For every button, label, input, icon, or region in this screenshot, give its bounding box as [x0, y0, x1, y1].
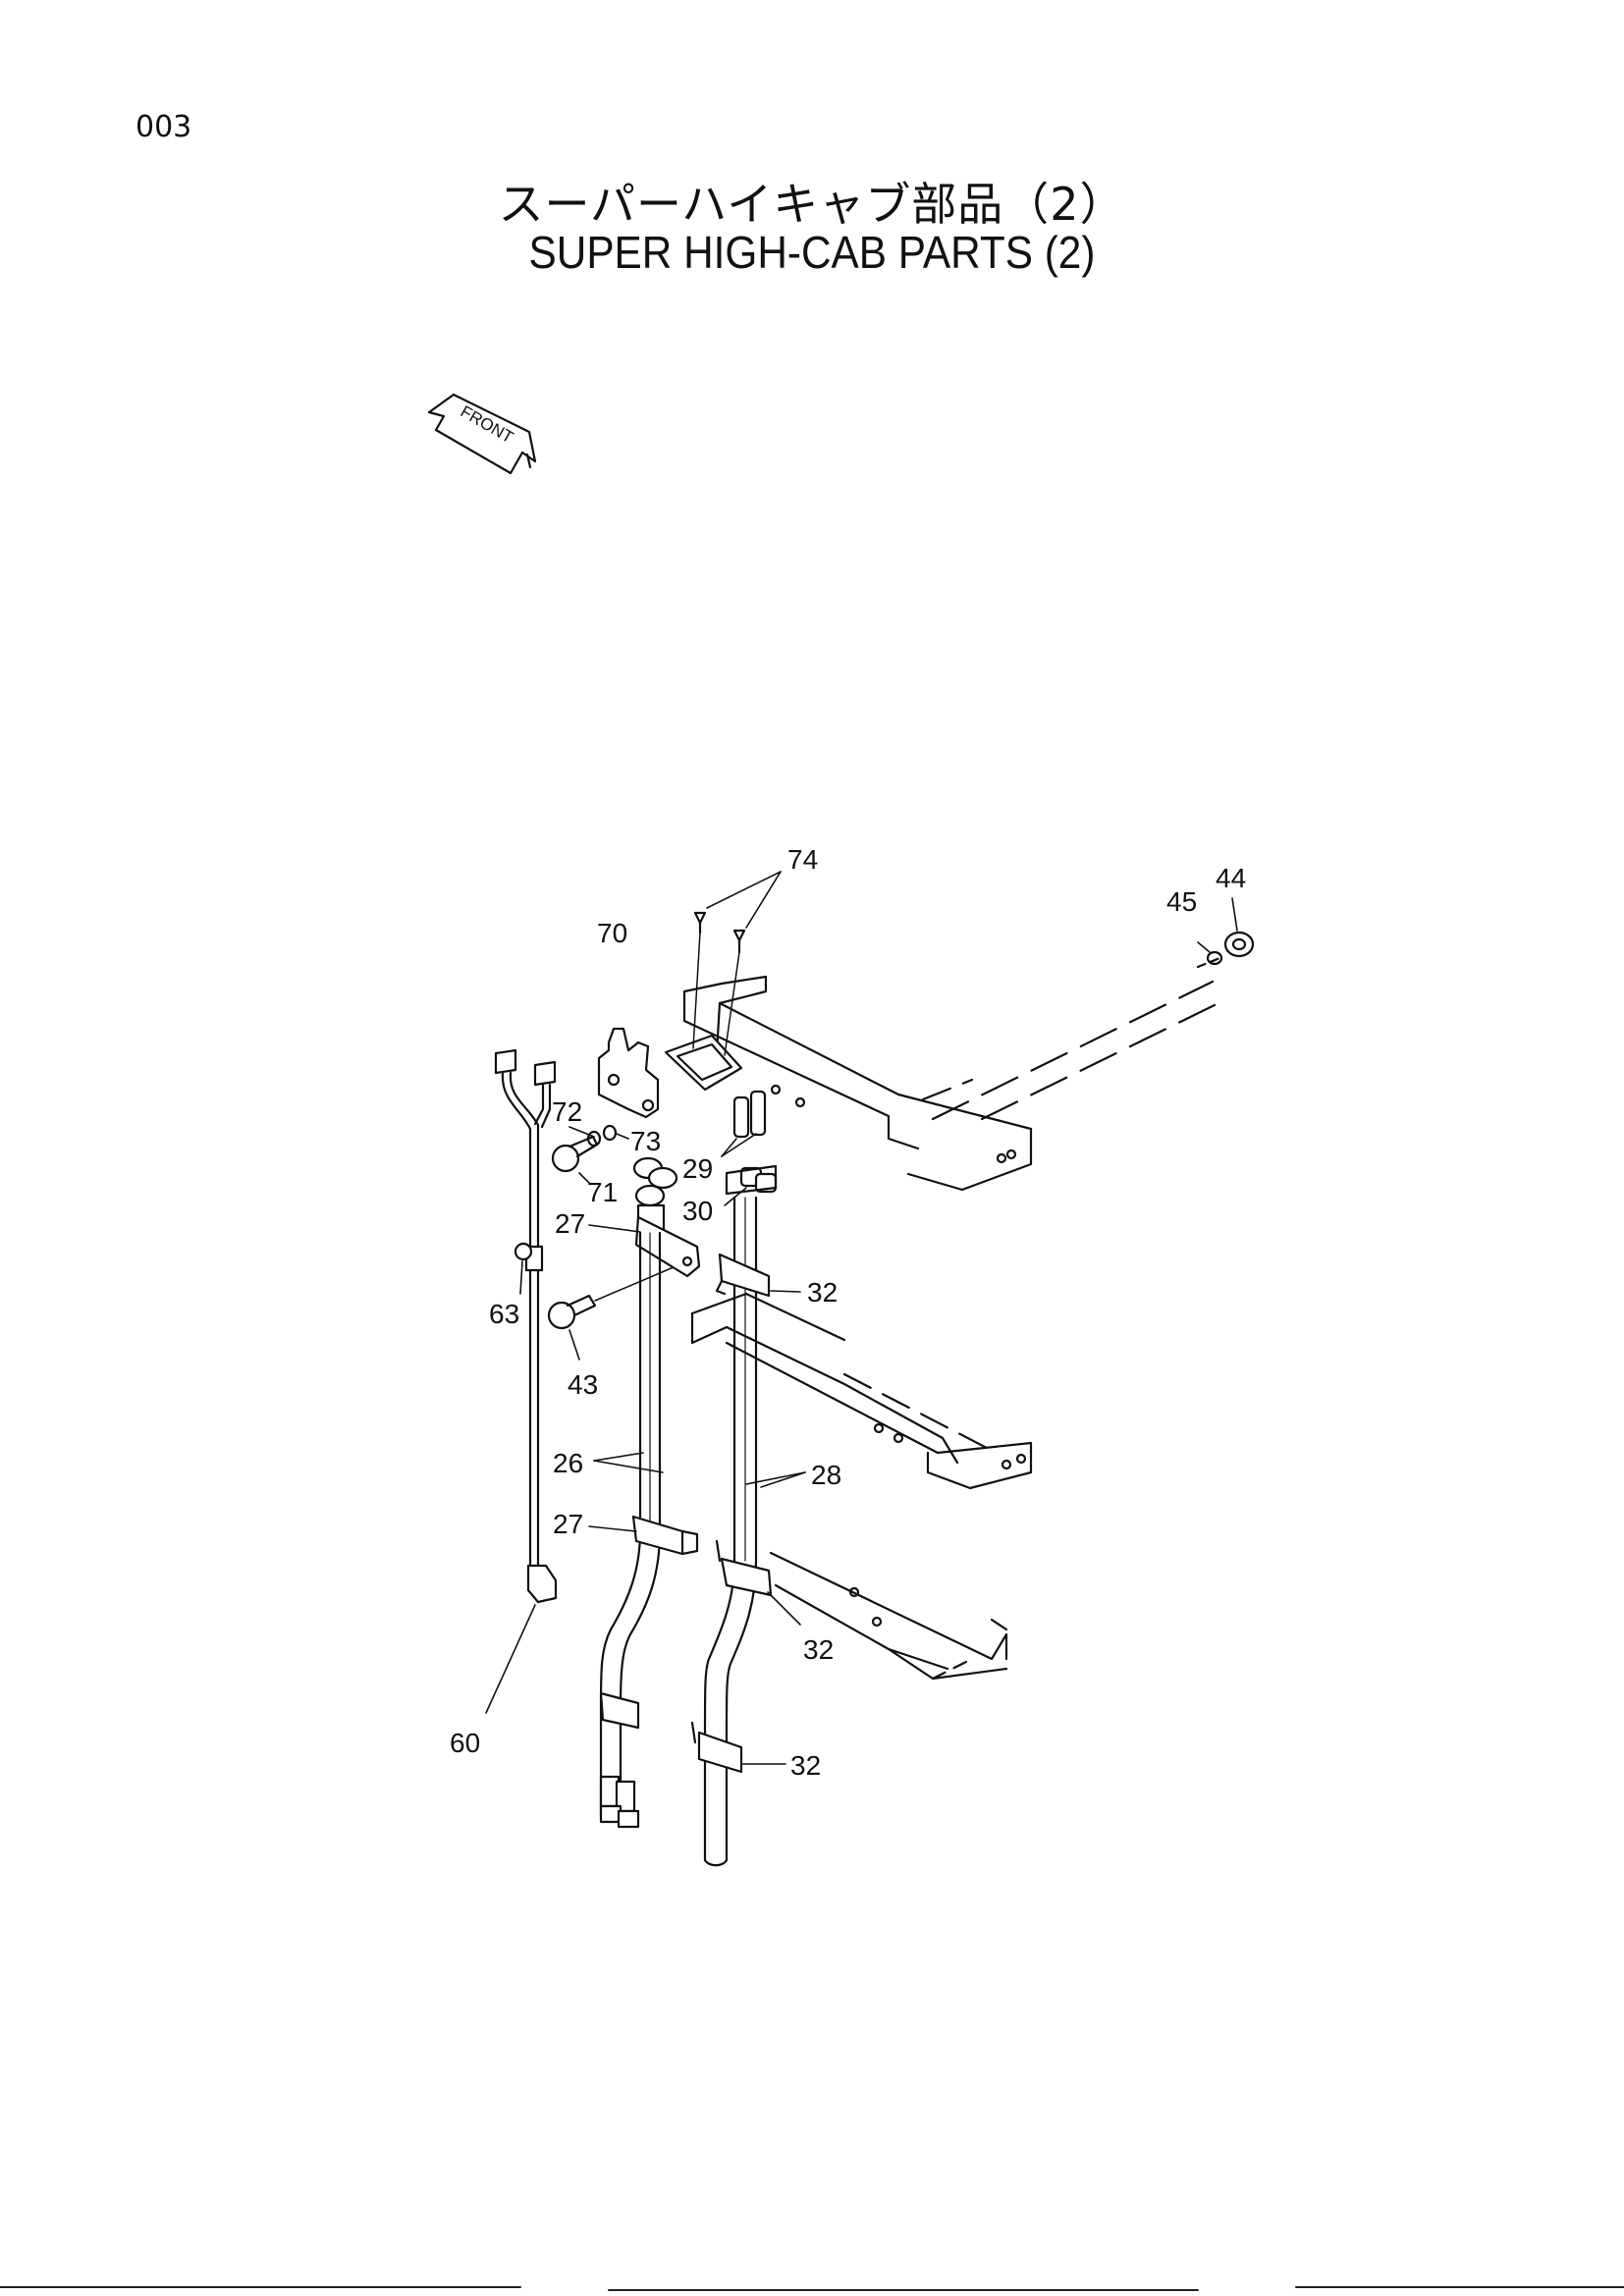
page-title-japanese: スーパーハイキャブ部品（2）: [498, 178, 1126, 231]
callout-26: 26: [553, 1448, 583, 1478]
clamp-27-upper: [634, 1215, 701, 1278]
washer-45: [1206, 950, 1223, 966]
page-title-english: SUPER HIGH-CAB PARTS (2): [528, 227, 1096, 278]
page-number: 003: [135, 110, 192, 144]
clamp-32-upper: [715, 1253, 771, 1298]
bolt-74-pair: [692, 911, 746, 1056]
clip-63: [514, 1242, 533, 1261]
callout-60: 60: [450, 1728, 480, 1758]
callout-43: 43: [568, 1369, 598, 1400]
callout-28: 28: [811, 1460, 841, 1490]
callout-32-middle: 32: [803, 1634, 834, 1665]
mounting-plate: [664, 1034, 743, 1092]
callout-71: 71: [587, 1177, 618, 1207]
callout-27-lower: 27: [553, 1509, 583, 1539]
callout-44: 44: [1216, 863, 1246, 893]
clamp-27-lower: [631, 1515, 699, 1556]
middle-frame-rail: [690, 1292, 1033, 1490]
hose-connector-29-30: [725, 1090, 778, 1196]
footer-rules: [0, 2286, 1624, 2291]
bracket-70: [597, 1027, 660, 1119]
callout-63: 63: [489, 1299, 519, 1329]
hose-end-fittings: [599, 1775, 640, 1829]
lower-frame-rail: [769, 1551, 1008, 1681]
clamp-26-lower: [599, 1691, 640, 1730]
callout-72: 72: [552, 1096, 582, 1127]
upper-frame-rail: [682, 955, 1224, 1192]
callout-27-upper: 27: [555, 1208, 585, 1239]
leader-lines: [485, 871, 1238, 1765]
callout-labels: 74 70 45 44 72 73 29 71 30 27 63 32 43 2…: [450, 844, 1246, 1781]
callout-74: 74: [787, 844, 818, 875]
callout-30: 30: [682, 1196, 713, 1226]
callout-32-upper: 32: [807, 1277, 838, 1308]
callout-45: 45: [1166, 886, 1197, 917]
screw-43: [547, 1260, 688, 1330]
callout-73: 73: [630, 1126, 661, 1156]
front-arrow-icon: FRONT: [427, 393, 537, 475]
screw-71: [551, 1135, 599, 1173]
hose-26: [599, 1231, 662, 1818]
clamp-32-lower: [690, 1721, 743, 1774]
callout-32-lower: 32: [790, 1750, 821, 1781]
washer-73: [602, 1124, 618, 1142]
washer-72: [586, 1130, 602, 1148]
nut-44: [1223, 931, 1255, 958]
callout-29: 29: [682, 1153, 713, 1184]
clamp-32-middle: [715, 1539, 773, 1597]
callout-70: 70: [597, 918, 627, 948]
